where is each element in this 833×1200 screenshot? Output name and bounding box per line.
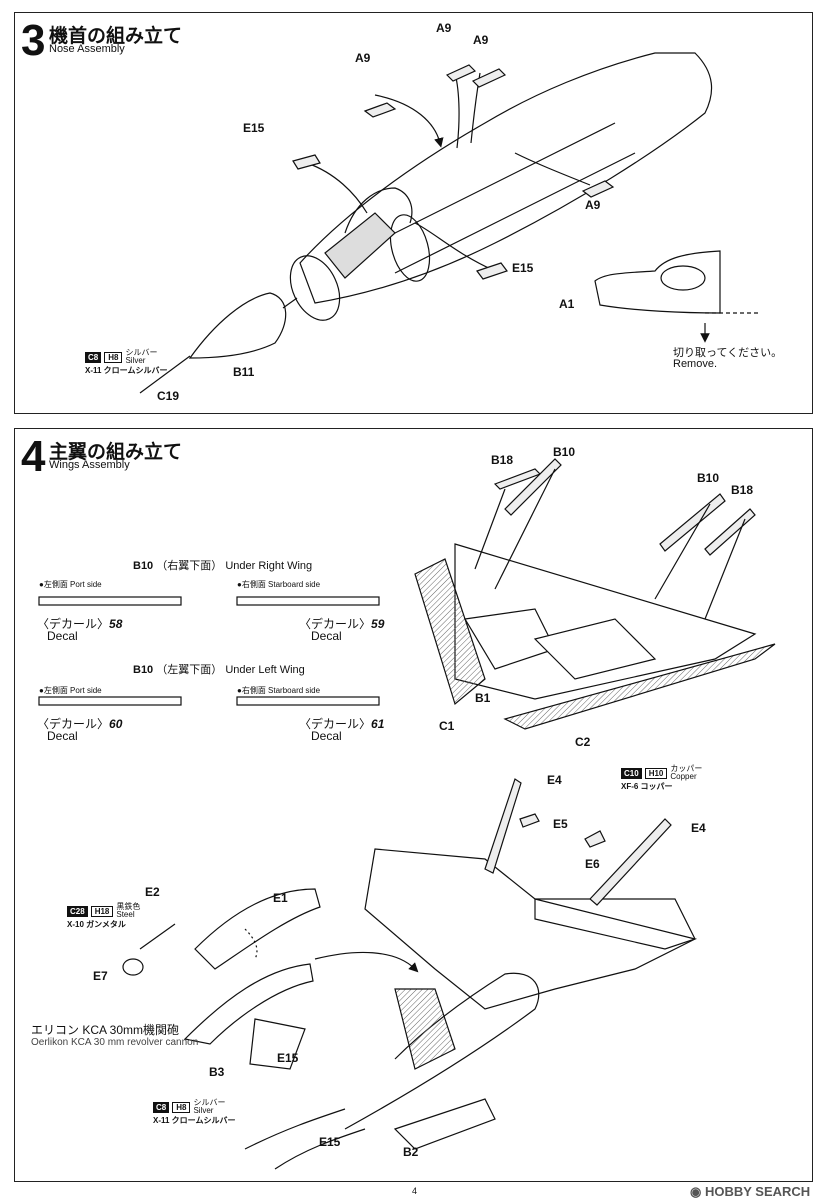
paint-code: H10	[644, 767, 668, 779]
part-label: E5	[553, 817, 568, 831]
part-label: A9	[585, 198, 601, 212]
watermark-text: HOBBY SEARCH	[704, 1184, 811, 1199]
part-label: A9	[436, 21, 452, 35]
decal-jp: 〈デカール〉	[37, 617, 110, 631]
decal-jp: 〈デカール〉	[299, 617, 372, 631]
part-label: E15	[243, 121, 265, 135]
paint-name-jp: 黒鉄色	[116, 902, 141, 911]
wings-assembly-drawing	[38, 458, 776, 1170]
decal-number: 61	[371, 717, 385, 731]
heading-en: Under Right Wing	[225, 560, 313, 572]
paint-code: H18	[90, 905, 114, 917]
paint-callout: C8 H8 シルバー Silver	[153, 1099, 225, 1115]
heading-jp: （右翼下面）	[156, 560, 223, 572]
step-title-en: Wings Assembly	[49, 459, 130, 471]
nose-assembly-drawing	[139, 52, 760, 394]
part-label: B3	[209, 1065, 225, 1079]
paint-code: C10	[621, 767, 642, 779]
decal-en: Decal	[311, 729, 342, 743]
remove-note-en: Remove.	[673, 358, 718, 370]
cannon-label-jp: エリコン KCA 30mm機関砲	[31, 1023, 180, 1037]
paint-code: C28	[67, 905, 88, 917]
decal-en: Decal	[47, 729, 78, 743]
paint-callout: C10 H10 カッパー Copper	[621, 765, 702, 781]
decal-number: 59	[371, 617, 385, 631]
part-label: E4	[547, 773, 562, 787]
paint-name-jp: シルバー	[125, 348, 158, 357]
heading-jp: （左翼下面）	[156, 664, 223, 676]
decal-en: Decal	[47, 629, 78, 643]
watermark: ◉ HOBBY SEARCH	[690, 1184, 810, 1200]
b10-left-heading: B10 （左翼下面） Under Left Wing	[133, 661, 305, 677]
part-label: A9	[473, 33, 489, 47]
part-label: E1	[273, 891, 288, 905]
part-label: A1	[559, 297, 575, 311]
paint-sub: X-11 クロームシルバー	[153, 1116, 236, 1125]
watermark-logo-icon: ◉	[690, 1184, 702, 1199]
decal-number: 60	[109, 717, 123, 731]
part-label: E15	[319, 1135, 341, 1149]
page-number: 4	[412, 1186, 418, 1196]
paint-sub: X-10 ガンメタル	[67, 920, 126, 929]
decal-callout: 〈デカール〉60	[37, 715, 122, 732]
port-side-label: ●左側面 Port side	[39, 580, 102, 589]
part-label: B1	[475, 691, 491, 705]
starboard-side-label: ●右側面 Starboard side	[237, 580, 321, 589]
decal-callout: 〈デカール〉58	[37, 615, 122, 632]
remove-note-jp: 切り取ってください。	[673, 347, 783, 359]
paint-name-en: Silver	[125, 356, 146, 365]
part-label: E2	[145, 885, 160, 899]
paint-name-en: Steel	[116, 910, 135, 919]
step-title-jp: 機首の組み立て	[49, 26, 183, 47]
part-label: B18	[731, 483, 754, 497]
part-label: C2	[575, 735, 591, 749]
part-label: E6	[585, 857, 600, 871]
part-label: E15	[512, 261, 534, 275]
paint-name-en: Copper	[670, 772, 697, 781]
paint-name-jp: シルバー	[193, 1098, 226, 1107]
paint-name-en: Silver	[193, 1106, 214, 1115]
part-label: C1	[439, 719, 455, 733]
part-label: B2	[403, 1145, 419, 1159]
step-number: 4	[21, 432, 46, 481]
decal-jp: 〈デカール〉	[299, 717, 372, 731]
starboard-side-label: ●右側面 Starboard side	[237, 686, 321, 695]
paint-code: H8	[172, 1101, 191, 1113]
decal-callout: 〈デカール〉61	[299, 715, 384, 732]
part-label: B10	[697, 471, 720, 485]
heading-en: Under Left Wing	[225, 664, 305, 676]
part-label: B11	[233, 365, 255, 379]
step4-panel: 4 主翼の組み立て Wings Assembly B10 （右翼下面） Unde…	[14, 428, 813, 1182]
paint-code: C8	[153, 1101, 170, 1113]
paint-name-jp: カッパー	[670, 764, 703, 773]
decal-jp: 〈デカール〉	[37, 717, 110, 731]
part-code: B10	[133, 560, 154, 572]
part-label: B10	[553, 445, 576, 459]
paint-sub: X-11 クロームシルバー	[85, 366, 168, 375]
paint-callout: C8 H8 シルバー Silver	[85, 349, 157, 365]
step-title-jp: 主翼の組み立て	[49, 442, 183, 463]
part-code: B10	[133, 664, 154, 676]
cannon-label-en: Oerlikon KCA 30 mm revolver cannon	[31, 1037, 199, 1048]
step3-panel: 3 機首の組み立て Nose Assembly A9 A9 A9 A9 E15 …	[14, 12, 813, 414]
step-title-en: Nose Assembly	[49, 43, 125, 55]
port-side-label: ●左側面 Port side	[39, 686, 102, 695]
decal-en: Decal	[311, 629, 342, 643]
paint-callout: C28 H18 黒鉄色 Steel	[67, 903, 140, 919]
b10-right-heading: B10 （右翼下面） Under Right Wing	[133, 557, 312, 573]
decal-callout: 〈デカール〉59	[299, 615, 384, 632]
part-label: C19	[157, 389, 180, 403]
paint-sub: XF-6 コッパー	[621, 782, 673, 791]
part-label: B18	[491, 453, 514, 467]
part-label: E4	[691, 821, 706, 835]
paint-code: C8	[85, 351, 102, 363]
part-label: E15	[277, 1051, 299, 1065]
part-label: A9	[355, 51, 371, 65]
step-number: 3	[21, 16, 46, 65]
part-label: E7	[93, 969, 108, 983]
paint-code: H8	[104, 351, 123, 363]
decal-number: 58	[109, 617, 123, 631]
